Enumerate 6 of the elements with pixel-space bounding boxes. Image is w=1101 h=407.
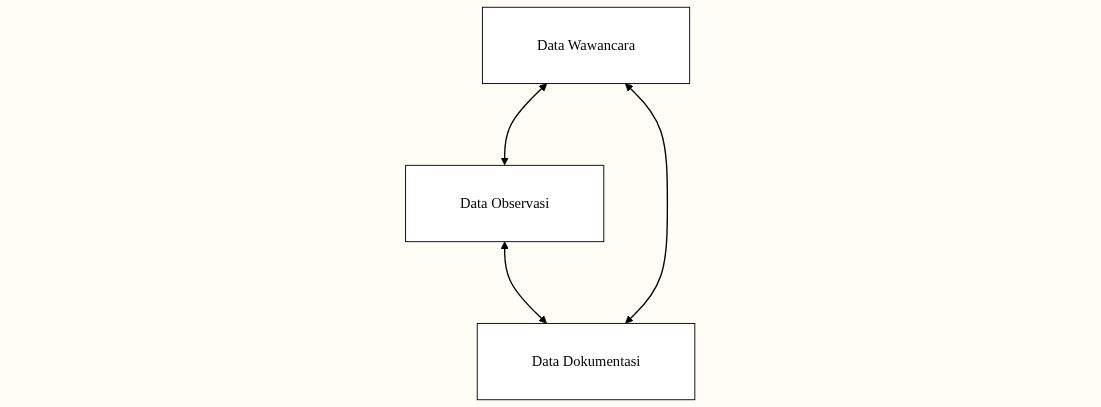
arrow	[501, 241, 548, 324]
node-box: Data Wawancara	[482, 6, 691, 85]
node-box: Data Dokumentasi	[477, 322, 696, 401]
node-box: Data Observasi	[405, 164, 605, 243]
arrow	[625, 83, 669, 324]
arrow	[501, 83, 548, 166]
